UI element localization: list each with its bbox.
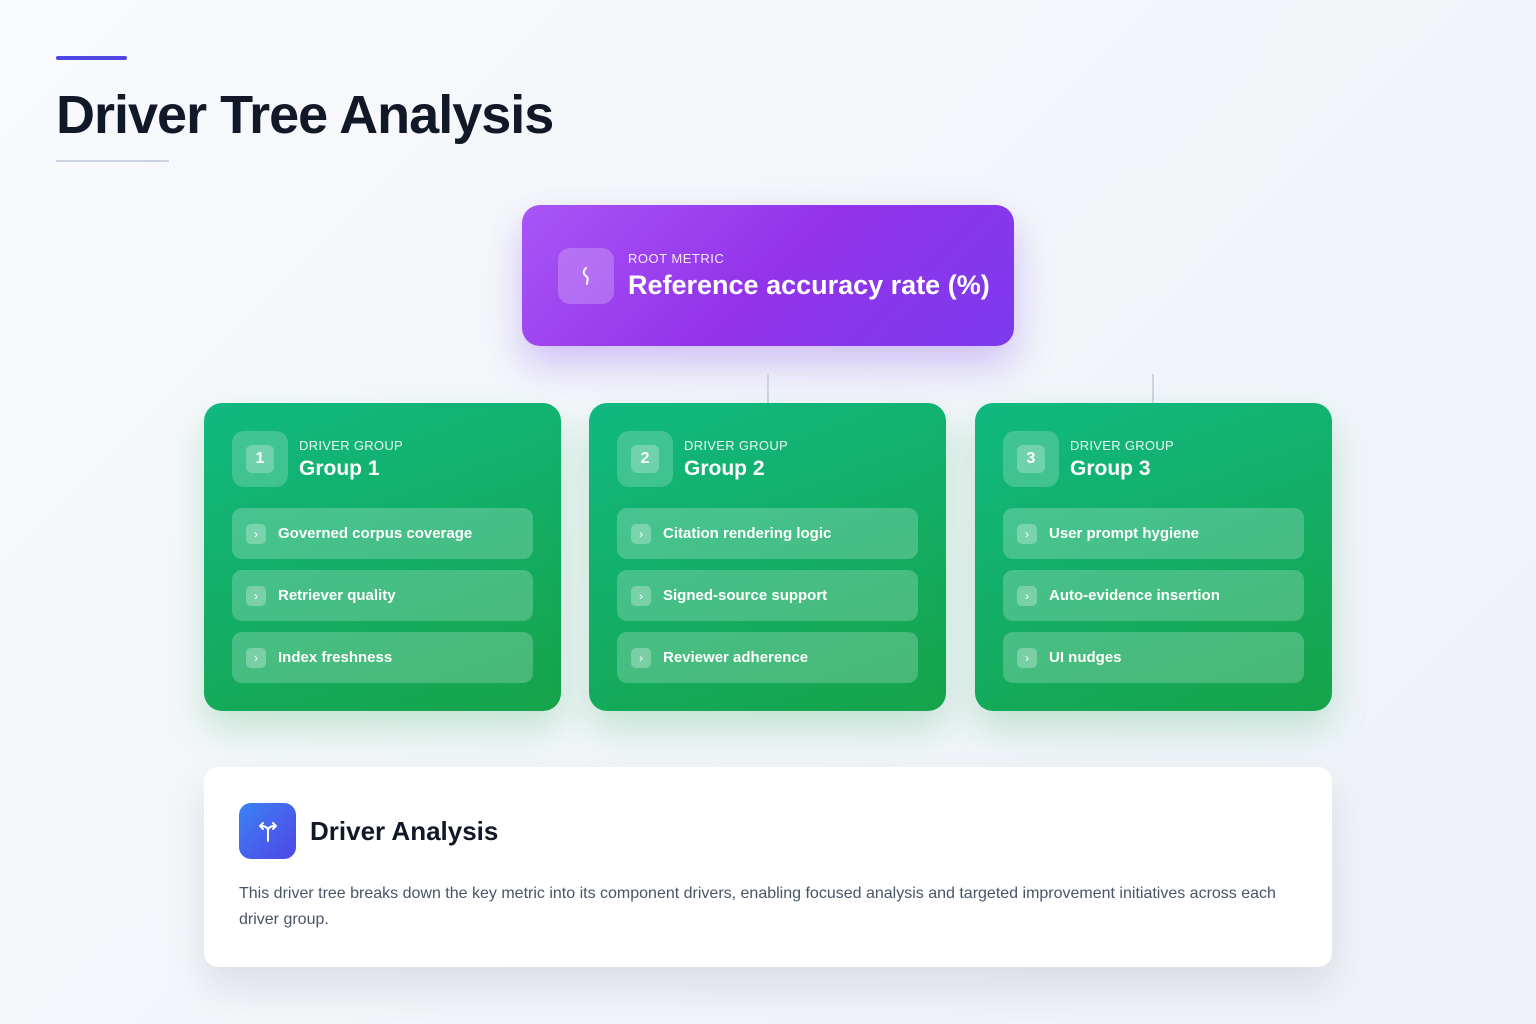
driver-label: Auto-evidence insertion	[1049, 587, 1220, 604]
driver-item[interactable]: › Citation rendering logic	[617, 508, 918, 559]
analysis-title: Driver Analysis	[310, 815, 499, 846]
driver-item[interactable]: › Index freshness	[232, 632, 533, 683]
driver-item[interactable]: › Auto-evidence insertion	[1003, 570, 1304, 621]
driver-label: Reviewer adherence	[663, 649, 809, 666]
chevron-right-icon: ›	[631, 523, 651, 544]
chevron-right-icon: ›	[1017, 647, 1037, 668]
driver-analysis-card: Driver Analysis This driver tree breaks …	[204, 767, 1332, 967]
analysis-description: This driver tree breaks down the key met…	[239, 885, 1276, 928]
driver-label: User prompt hygiene	[1049, 525, 1200, 542]
group-number: 2	[631, 445, 659, 473]
page-title: Driver Tree Analysis	[56, 85, 554, 145]
driver-group-card-3[interactable]: 3 DRIVER GROUP Group 3 › User prompt hyg…	[975, 403, 1332, 711]
driver-item[interactable]: › Governed corpus coverage	[232, 508, 533, 559]
group-number: 3	[1017, 445, 1045, 473]
root-title: Reference accuracy rate (%)	[628, 269, 990, 300]
driver-item[interactable]: › Reviewer adherence	[617, 632, 918, 683]
driver-label: Retriever quality	[278, 587, 396, 604]
group-number-badge: 1	[232, 431, 288, 487]
driver-item[interactable]: › Signed-source support	[617, 570, 918, 621]
chevron-right-icon: ›	[1017, 523, 1037, 544]
driver-label: Signed-source support	[663, 587, 828, 604]
chevron-right-icon: ›	[1017, 585, 1037, 606]
driver-group-card-2[interactable]: 2 DRIVER GROUP Group 2 › Citation render…	[589, 403, 946, 711]
chevron-right-icon: ›	[631, 647, 651, 668]
group-kicker: DRIVER GROUP	[299, 437, 404, 453]
driver-label: Index freshness	[278, 649, 393, 666]
driver-label: UI nudges	[1049, 649, 1122, 666]
driver-label: Citation rendering logic	[663, 525, 832, 542]
group-title: Group 1	[299, 456, 380, 480]
driver-label: Governed corpus coverage	[278, 525, 473, 542]
chevron-right-icon: ›	[246, 585, 266, 606]
connector-line	[767, 374, 769, 404]
group-kicker: DRIVER GROUP	[684, 437, 789, 453]
driver-group-card-1[interactable]: 1 DRIVER GROUP Group 1 › Governed corpus…	[204, 403, 561, 711]
group-number-badge: 3	[1003, 431, 1059, 487]
root-metric-card[interactable]: ROOT METRIC Reference accuracy rate (%)	[522, 205, 1014, 346]
group-number-badge: 2	[617, 431, 673, 487]
chevron-right-icon: ›	[246, 523, 266, 544]
chevron-right-icon: ›	[246, 647, 266, 668]
branch-icon	[558, 247, 614, 304]
chevron-right-icon: ›	[631, 585, 651, 606]
connector-line	[1152, 374, 1154, 404]
group-number: 1	[246, 445, 274, 473]
group-kicker: DRIVER GROUP	[1070, 437, 1175, 453]
title-accent-line	[56, 56, 127, 60]
group-title: Group 3	[1070, 456, 1151, 480]
driver-item[interactable]: › User prompt hygiene	[1003, 508, 1304, 559]
title-underline	[56, 160, 169, 162]
split-arrows-icon	[239, 803, 296, 859]
driver-item[interactable]: › UI nudges	[1003, 632, 1304, 683]
driver-item[interactable]: › Retriever quality	[232, 570, 533, 621]
group-title: Group 2	[684, 456, 765, 480]
root-kicker: ROOT METRIC	[628, 250, 725, 266]
